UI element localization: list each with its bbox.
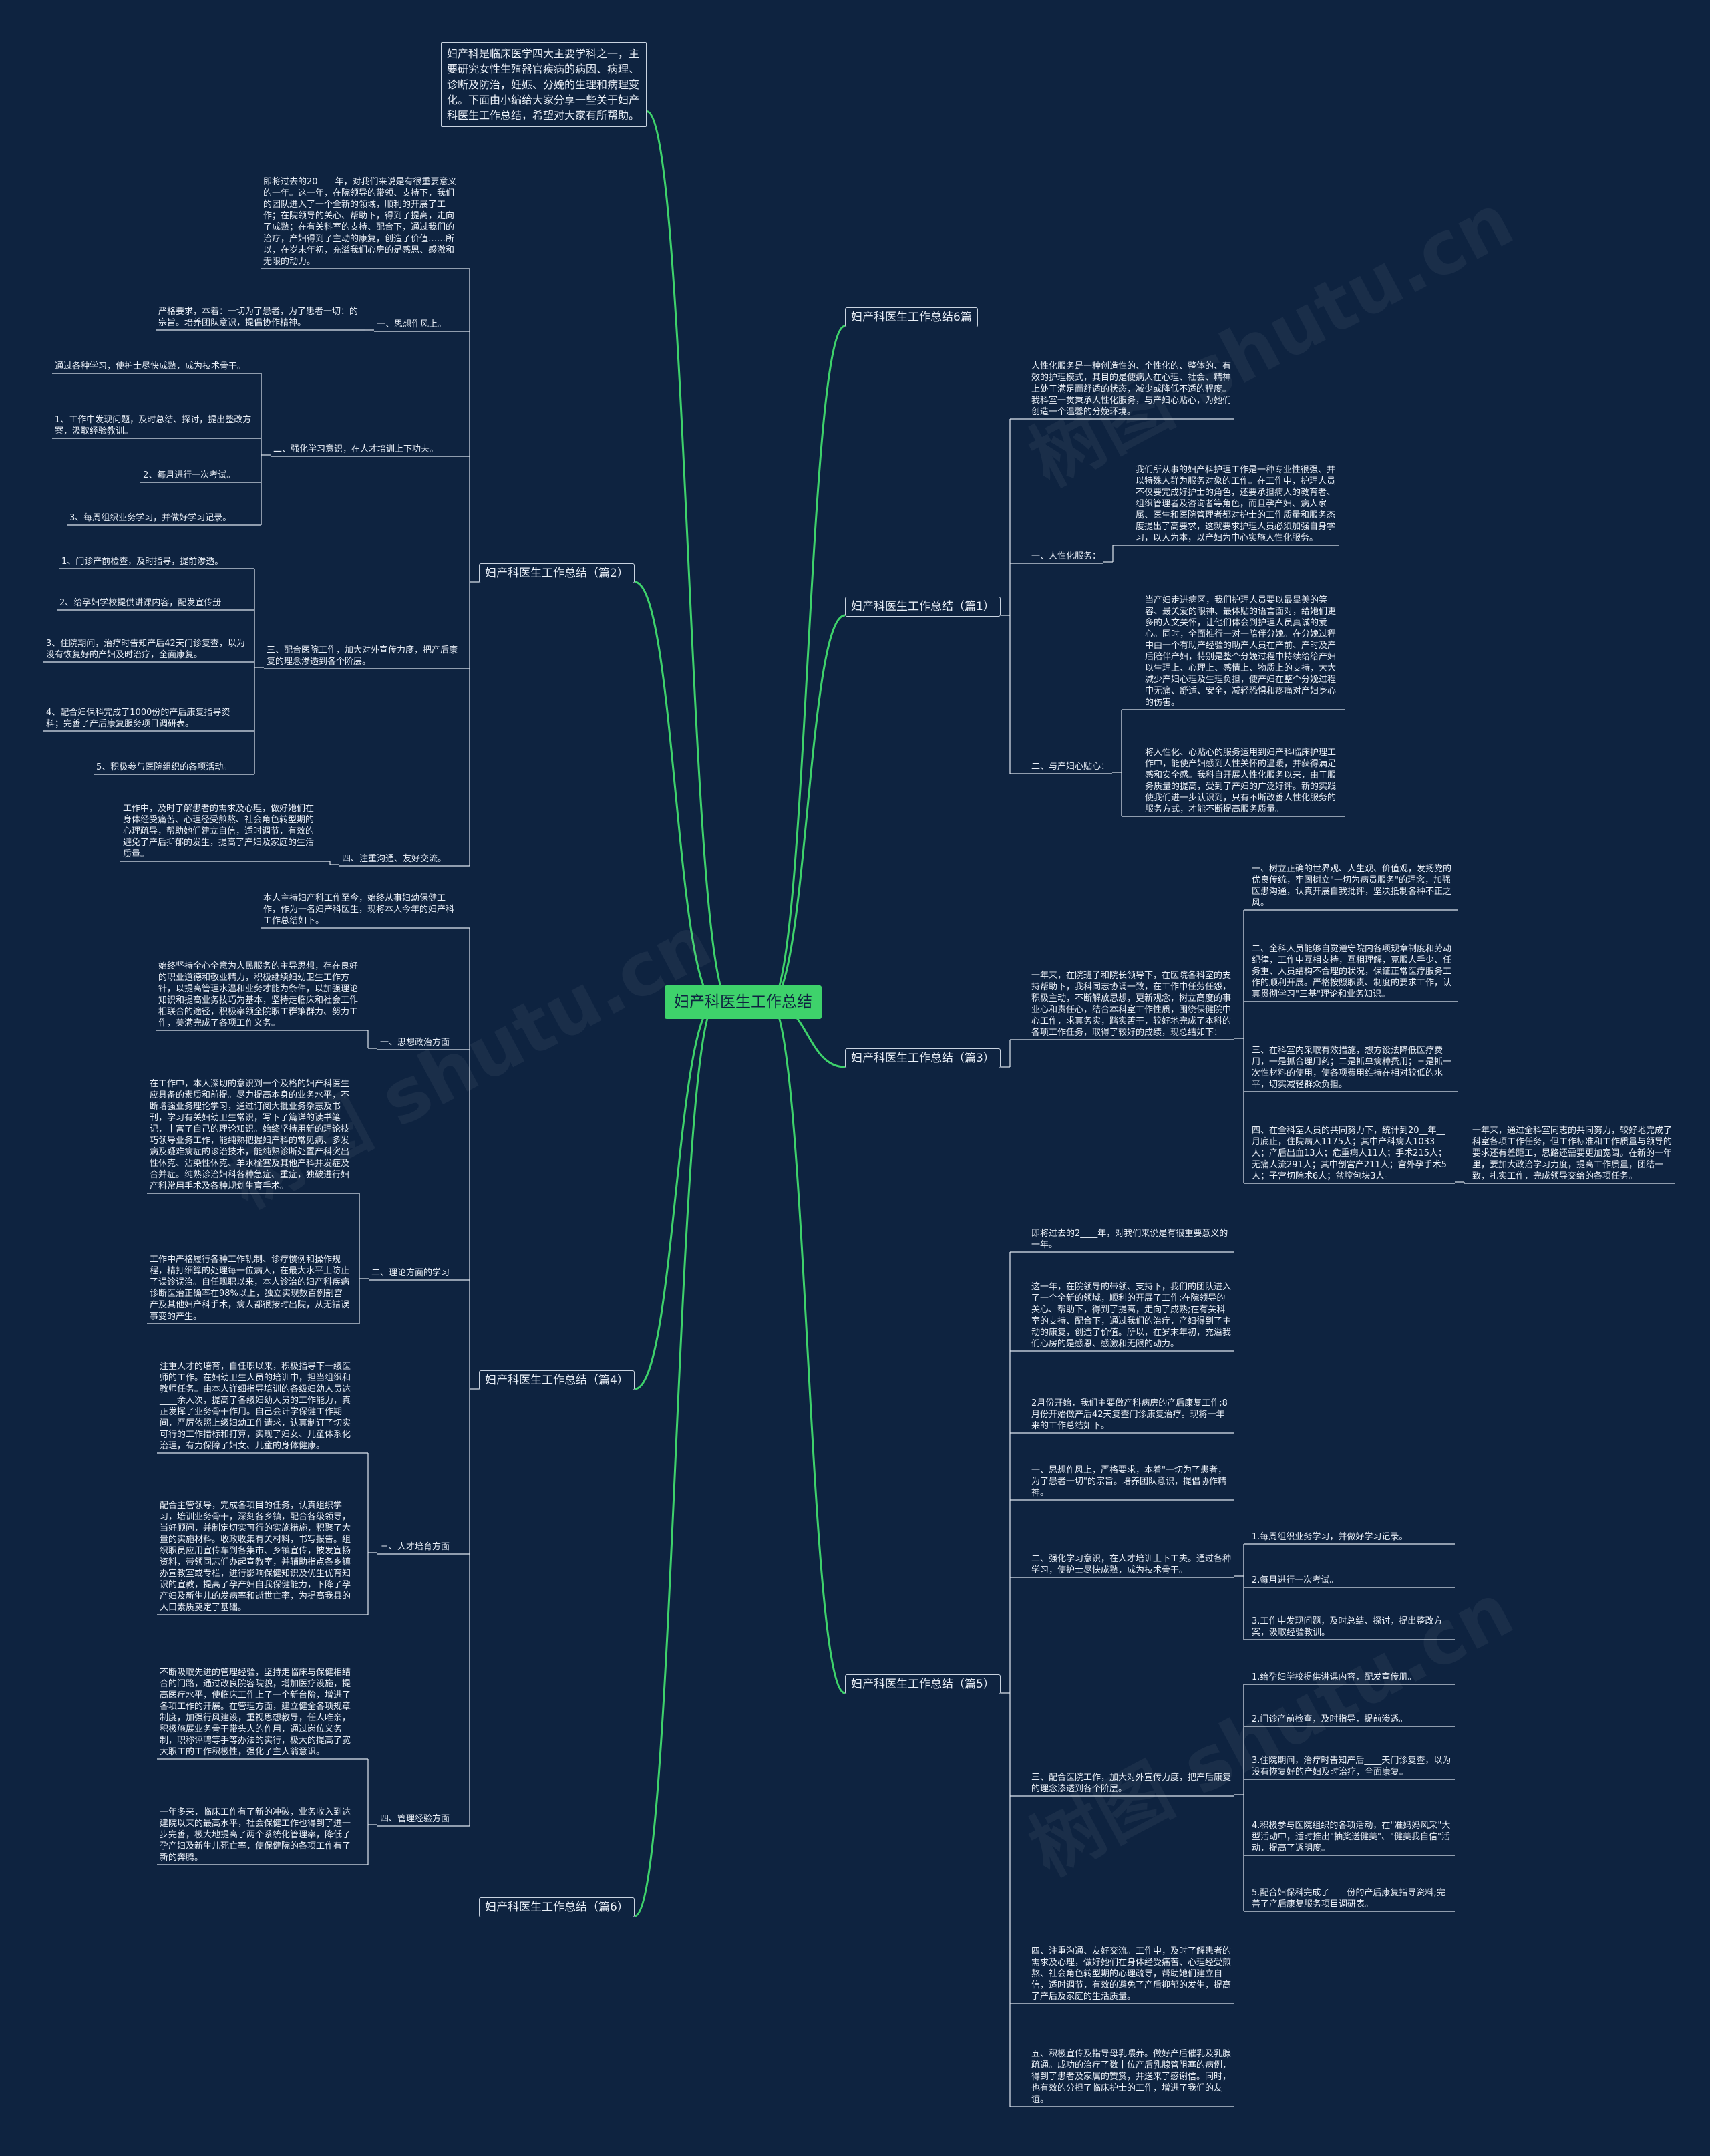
article-1-section-2-detail-b: 将人性化、心贴心的服务运用到妇产科临床护理工作中，能使产妇感到人性关怀的温暖，并… xyxy=(1145,748,1337,814)
article-5-section-3: 三、配合医院工作，加大对外宣传力度，把产后康复的理念渗透到各个阶层。 xyxy=(1031,1773,1232,1794)
article-2-section-3-item-4: 4、配合妇保科完成了1000份的产后康复指导资料；完善了产后康复服务项目调研表。 xyxy=(46,708,230,729)
article-3-point-3: 三、在科室内采取有效措施，想方设法降低医疗费用，一是抓合理用药；二是抓单病种费用… xyxy=(1252,1046,1452,1090)
article-4-section-2: 二、理论方面的学习 xyxy=(371,1268,450,1278)
article-5-section-2-item-2: 2.每月进行一次考试。 xyxy=(1252,1575,1339,1585)
root-link xyxy=(646,110,731,1004)
root-link xyxy=(769,1001,846,1694)
article-4-section-3-detail-a: 注重人才的培育，自任职以来，积极指导下一级医师的工作。在妇幼卫生人员的培训中，担… xyxy=(160,1362,351,1451)
article-2-section-3-item-5: 5、积极参与医院组织的各项活动。 xyxy=(96,762,232,772)
root-link xyxy=(634,1001,717,1917)
article-2-intro: 即将过去的20____年，对我们来说是有很重要意义的一年。这一年，在院领导的带领… xyxy=(263,177,457,267)
article-5-section-2-item-3: 3.工作中发现问题，及时总结、探讨，提出整改方案，汲取经验教训。 xyxy=(1252,1616,1443,1638)
article-2-section-3-item-3: 3、住院期间，治疗时告知产后42天门诊复查，以为没有恢复好的产妇及时治疗，全面康… xyxy=(46,639,245,660)
article-5-section-3-item-2: 2.门诊产前检查，及时指导，提前渗透。 xyxy=(1252,1714,1408,1724)
branch-article-5[interactable]: 妇产科医生工作总结（篇5） xyxy=(845,1674,1001,1694)
article-5-section-2-item-1: 1.每周组织业务学习，并做好学习记录。 xyxy=(1252,1532,1408,1542)
article-4-section-2-detail-a: 在工作中，本人深切的意识到一个及格的妇产科医生应具备的素质和前提。尽力提高本身的… xyxy=(150,1079,350,1191)
branch-article-4[interactable]: 妇产科医生工作总结（篇4） xyxy=(479,1370,635,1390)
article-5-intro: 即将过去的2____年，对我们来说是有很重要意义的一年。 xyxy=(1031,1229,1228,1250)
article-2-section-2-detail: 通过各种学习，使护士尽快成熟，成为技术骨干。 xyxy=(55,361,246,371)
article-2-section-2: 二、强化学习意识，在人才培训上下功夫。 xyxy=(273,444,439,454)
article-1-section-1: 一、人性化服务： xyxy=(1031,551,1101,561)
root-link xyxy=(634,581,717,1004)
article-5-section-3-item-4: 4.积极参与医院组织的各项活动，在"准妈妈风采"大型活动中，适时推出"抽奖送健美… xyxy=(1252,1821,1451,1853)
article-2-section-2-item-3: 3、每周组织业务学习，并做好学习记录。 xyxy=(69,513,232,523)
article-3-point-2: 二、全科人员能够自觉遵守院内各项规章制度和劳动纪律，工作中互相支持，互相理解，克… xyxy=(1252,944,1452,999)
article-2-section-4: 四、注重沟通、友好交流。 xyxy=(342,854,447,864)
root-link xyxy=(769,325,846,1004)
branch-article-1[interactable]: 妇产科医生工作总结（篇1） xyxy=(845,597,1001,617)
article-5-timeline: 2月份开始，我们主要做产科病房的产后康复工作;8月份开始做产后42天复查门诊康复… xyxy=(1031,1398,1228,1431)
article-5-section-4: 四、注重沟通、友好交流。工作中，及时了解患者的需求及心理，做好她们在身体经受痛苦… xyxy=(1031,1946,1232,2002)
article-5-section-3-item-5: 5.配合妇保科完成了____份的产后康复指导资料;完善了产后康复服务项目调研表。 xyxy=(1252,1888,1445,1909)
article-4-section-4-detail-a: 不断吸取先进的管理经验，坚持走临床与保健相结合的门路，通过改良院容院貌，增加医疗… xyxy=(160,1668,351,1757)
article-4-section-3: 三、人才培育方面 xyxy=(380,1542,450,1552)
article-3-point-1: 一、树立正确的世界观、人生观、价值观，发扬党的优良传统，牢固树立"一切为病员服务… xyxy=(1252,864,1452,908)
article-2-section-3-item-2: 2、给孕妇学校提供讲课内容，配发宣传册 xyxy=(59,598,222,608)
article-4-intro: 本人主持妇产科工作至今，始终从事妇幼保健工作，作为一名妇产科医生，现将本人今年的… xyxy=(263,893,455,926)
article-3-intro: 一年来，在院班子和院长领导下，在医院各科室的支持帮助下，我科同志协调一致，在工作… xyxy=(1031,971,1232,1038)
article-3-point-4: 四、在全科室人员的共同努力下，统计到20__年__月底止，住院病人1175人；其… xyxy=(1252,1126,1447,1181)
branch-six-articles[interactable]: 妇产科医生工作总结6篇 xyxy=(845,307,978,327)
article-5-section-2: 二、强化学习意识，在人才培训上下工夫。通过各种学习，使护士尽快成熟，成为技术骨干… xyxy=(1031,1554,1232,1575)
article-2-section-1: 一、思想作风上。 xyxy=(377,319,447,329)
branch-article-2[interactable]: 妇产科医生工作总结（篇2） xyxy=(479,563,635,583)
article-1-section-1-detail: 我们所从事的妇产科护理工作是一种专业性很强、并以特殊人群为服务对象的工作。在工作… xyxy=(1136,465,1336,543)
article-1-intro: 人性化服务是一种创造性的、个性化的、整体的、有效的护理模式，其目的是使病人在心理… xyxy=(1031,361,1232,417)
root-link xyxy=(634,1001,717,1390)
article-3-point-4-conclusion: 一年来，通过全科室同志的共同努力，较好地完成了科室各项工作任务，但工作标准和工作… xyxy=(1472,1126,1673,1181)
article-2-section-2-item-2: 2、每月进行一次考试。 xyxy=(143,470,236,480)
article-2-section-3: 三、配合医院工作，加大对外宣传力度，把产后康复的理念渗透到各个阶层。 xyxy=(267,645,458,667)
branch-article-6[interactable]: 妇产科医生工作总结（篇6） xyxy=(479,1897,635,1917)
article-2-section-1-detail: 严格要求，本着：一切为了患者，为了患者一切：的宗旨。培养团队意识，提倡协作精神。 xyxy=(158,307,359,328)
article-5-section-3-item-3: 3.住院期间，治疗时告知产后____天门诊复查，以为没有恢复好的产妇及时治疗，全… xyxy=(1252,1756,1451,1777)
article-5-section-1: 一、思想作风上，严格要求，本着"一切为了患者，为了患者一切"的宗旨。培养团队意识… xyxy=(1031,1465,1226,1498)
article-5-overview: 这一年，在院领导的带领、支持下，我们的团队进入了一个全新的领域，顺利的开展了工作… xyxy=(1031,1282,1232,1349)
article-2-section-3-item-1: 1、门诊产前检查，及时指导，提前渗透。 xyxy=(61,557,224,567)
article-4-section-2-detail-b: 工作中严格履行各种工作轨制、诊疗惯例和操作规程，精打细算的处理每一位病人，在最大… xyxy=(150,1255,350,1322)
article-2-section-4-detail: 工作中，及时了解患者的需求及心理，做好她们在身体经受痛苦、心理经受煎熬、社会角色… xyxy=(123,804,315,859)
article-5-section-5: 五、积极宣传及指导母乳喂养。做好产后催乳及乳腺疏通。成功的治疗了数十位产后乳腺管… xyxy=(1031,2049,1232,2105)
article-1-section-2-detail-a: 当产妇走进病区，我们护理人员要以最显美的笑容、最关爱的眼神、最体贴的语言面对，给… xyxy=(1145,595,1337,708)
article-1-section-2: 二、与产妇心贴心： xyxy=(1031,762,1110,772)
article-2-section-2-item-1: 1、工作中发现问题，及时总结、探讨，提出整改方案，汲取经验教训。 xyxy=(55,415,252,436)
article-4-section-4-detail-b: 一年多来，临床工作有了新的冲破，业务收入到达建院以来的最高水平，社会保健工作也得… xyxy=(160,1807,351,1863)
root-topic[interactable]: 妇产科医生工作总结 xyxy=(665,985,822,1019)
article-4-section-1-detail: 始终坚持全心全意为人民服务的主导思想，存在良好的职业道德和敬业精力，积极继续妇幼… xyxy=(158,961,359,1028)
root-link xyxy=(770,614,846,1004)
intro-summary[interactable]: 妇产科是临床医学四大主要学科之一，主要研究女性生殖器官疾病的病因、病理、诊断及防… xyxy=(441,42,647,127)
article-5-section-3-item-1: 1.给孕妇学校提供讲课内容，配发宣传册。 xyxy=(1252,1672,1417,1682)
article-4-section-3-detail-b: 配合主管领导，完成各项目的任务，认真组织学习，培训业务骨干，深刻各乡镇，配合各级… xyxy=(160,1501,351,1613)
article-4-section-4: 四、管理经验方面 xyxy=(380,1814,450,1824)
article-4-section-1: 一、思想政治方面 xyxy=(380,1038,450,1048)
branch-article-3[interactable]: 妇产科医生工作总结（篇3） xyxy=(845,1048,1001,1068)
